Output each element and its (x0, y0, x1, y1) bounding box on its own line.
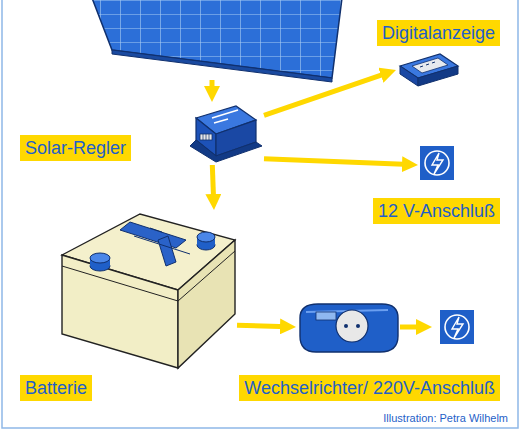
output-node: 12 V-Anschluß (418, 144, 456, 182)
power-arrow (264, 159, 410, 165)
inverter-node: Wechselrichter/ 220V-Anschluß (296, 300, 476, 356)
battery-node: Batterie (60, 210, 237, 370)
power-icon (440, 310, 474, 344)
power-icon (420, 146, 454, 180)
credit-note: Illustration: Petra Wilhelm (383, 412, 508, 425)
power-arrow (264, 73, 388, 116)
power-arrow (212, 165, 213, 202)
solar-regler (190, 106, 262, 162)
label-tag: Digitalanzeige (377, 20, 500, 46)
display-node: Digitalanzeige (396, 52, 460, 88)
regler-node: Solar-Regler (188, 103, 264, 165)
label-tag: 12 V-Anschluß (373, 198, 500, 224)
inverter-arrow (400, 325, 424, 330)
power-arrow (237, 325, 288, 326)
panel-arrow (210, 80, 215, 94)
frame (2, 0, 518, 428)
panel-edge (112, 50, 332, 82)
digital-display (400, 54, 458, 86)
battery (62, 214, 235, 368)
label-tag: Solar-Regler (20, 135, 131, 161)
label-tag: Batterie (20, 375, 92, 401)
inverter (300, 304, 398, 352)
label-tag: Wechselrichter/ 220V-Anschluß (239, 375, 500, 401)
